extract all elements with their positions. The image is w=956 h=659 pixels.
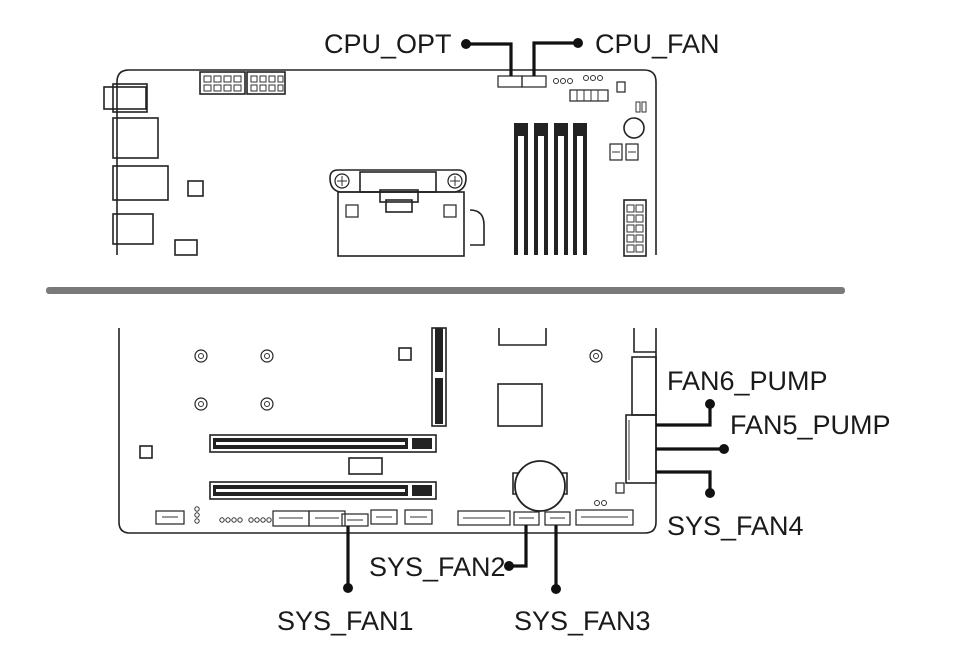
bottom-headers [155,506,634,527]
chip [174,239,198,256]
cpu-socket [329,169,485,257]
callout-lines [343,38,729,594]
cmos-battery [512,460,568,512]
rear-io-port [112,213,154,245]
board-top-section [103,69,657,257]
label-fan6-pump: FAN6_PUMP [667,366,828,396]
board-bottom-section [118,327,657,534]
pcie-slot [209,434,437,453]
standoff [194,397,208,411]
chip [398,347,412,361]
chip [187,180,204,197]
chip [139,445,153,459]
rear-io-port [112,83,148,113]
sys-fan1-header [341,513,369,527]
cpu-power-connector [199,71,246,95]
rear-io-port [112,117,159,159]
pcie-slot [209,481,437,500]
button [616,81,626,93]
rear-io-port [103,86,147,110]
cpu-fan-header [521,75,547,88]
m2-slot [431,327,447,427]
buzzer [623,117,645,139]
label-sys-fan1: SYS_FAN1 [277,606,414,636]
rear-io-port [112,165,169,201]
section-divider [46,287,845,294]
standoff [194,349,208,363]
led-array [569,89,609,102]
pin-row [553,75,603,84]
label-cpu-fan: CPU_FAN [595,29,720,59]
atx-power-connector [623,199,647,257]
label-cpu-opt: CPU_OPT [324,29,452,59]
label-sys-fan3: SYS_FAN3 [514,606,651,636]
chip [348,457,383,475]
label-sys-fan2: SYS_FAN2 [369,552,506,582]
cpu-power-connector [246,71,286,95]
right-edge-connectors [594,328,657,506]
chipset [497,383,543,427]
standoff [260,349,274,363]
label-fan5-pump: FAN5_PUMP [730,410,891,440]
dimm-slots [514,123,587,255]
cpu-opt-header [497,75,523,88]
standoff [589,349,603,363]
debug-led [609,143,639,161]
chipset-heatsink [498,328,547,346]
label-sys-fan4: SYS_FAN4 [667,511,804,541]
standoff [260,397,274,411]
